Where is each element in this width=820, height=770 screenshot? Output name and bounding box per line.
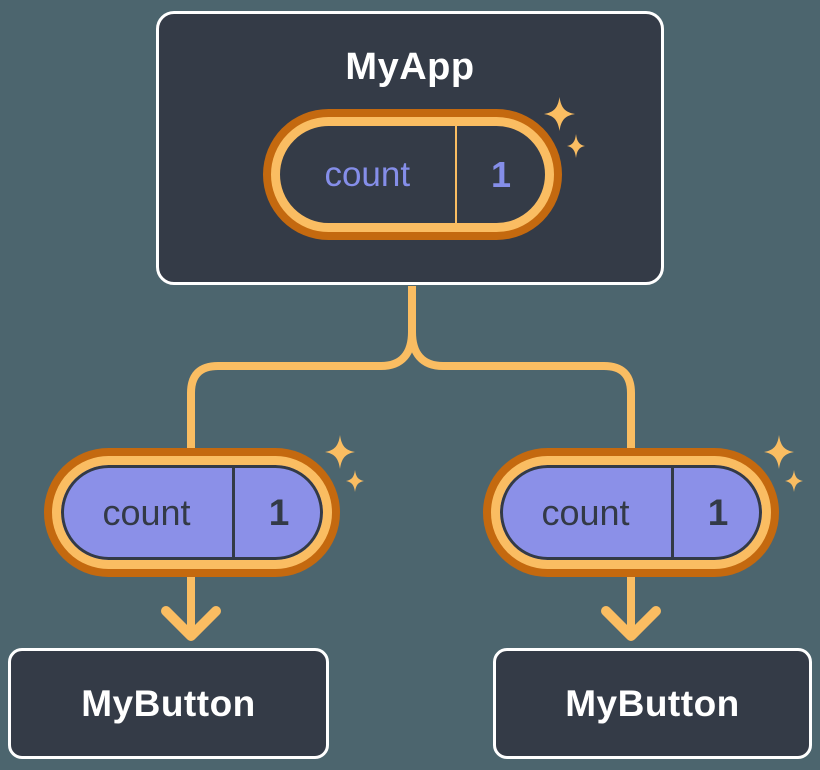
sparkle-icon <box>764 435 794 469</box>
pill-divider <box>671 465 674 560</box>
component-title: MyApp <box>345 46 475 88</box>
sparkle-icon <box>785 470 803 492</box>
component-node-myapp: MyApp count 1 <box>156 11 664 285</box>
sparkle-icon <box>346 470 364 492</box>
state-pill-mybutton-left: count 1 <box>52 456 332 569</box>
state-value: 1 <box>490 153 512 195</box>
state-pill-mybutton-right: count 1 <box>491 456 771 569</box>
component-node-mybutton-left: MyButton <box>8 648 329 759</box>
component-title: MyButton <box>81 682 256 724</box>
component-node-mybutton-right: MyButton <box>493 648 812 759</box>
state-value: 1 <box>707 491 729 533</box>
state-name-label: count <box>102 491 191 533</box>
pill-divider <box>454 126 457 223</box>
pill-divider <box>232 465 235 560</box>
state-name-label: count <box>324 154 411 194</box>
sparkle-icon <box>567 134 585 158</box>
state-name-label: count <box>541 491 630 533</box>
component-title: MyButton <box>565 682 740 724</box>
state-value: 1 <box>268 491 290 533</box>
sparkle-icon <box>544 97 575 131</box>
state-pill-myapp: count 1 <box>271 117 554 232</box>
arrow-down-right-icon <box>601 606 661 641</box>
connector-branch-right <box>408 286 635 637</box>
sparkle-icon <box>325 435 355 469</box>
arrow-down-left-icon <box>161 606 221 641</box>
